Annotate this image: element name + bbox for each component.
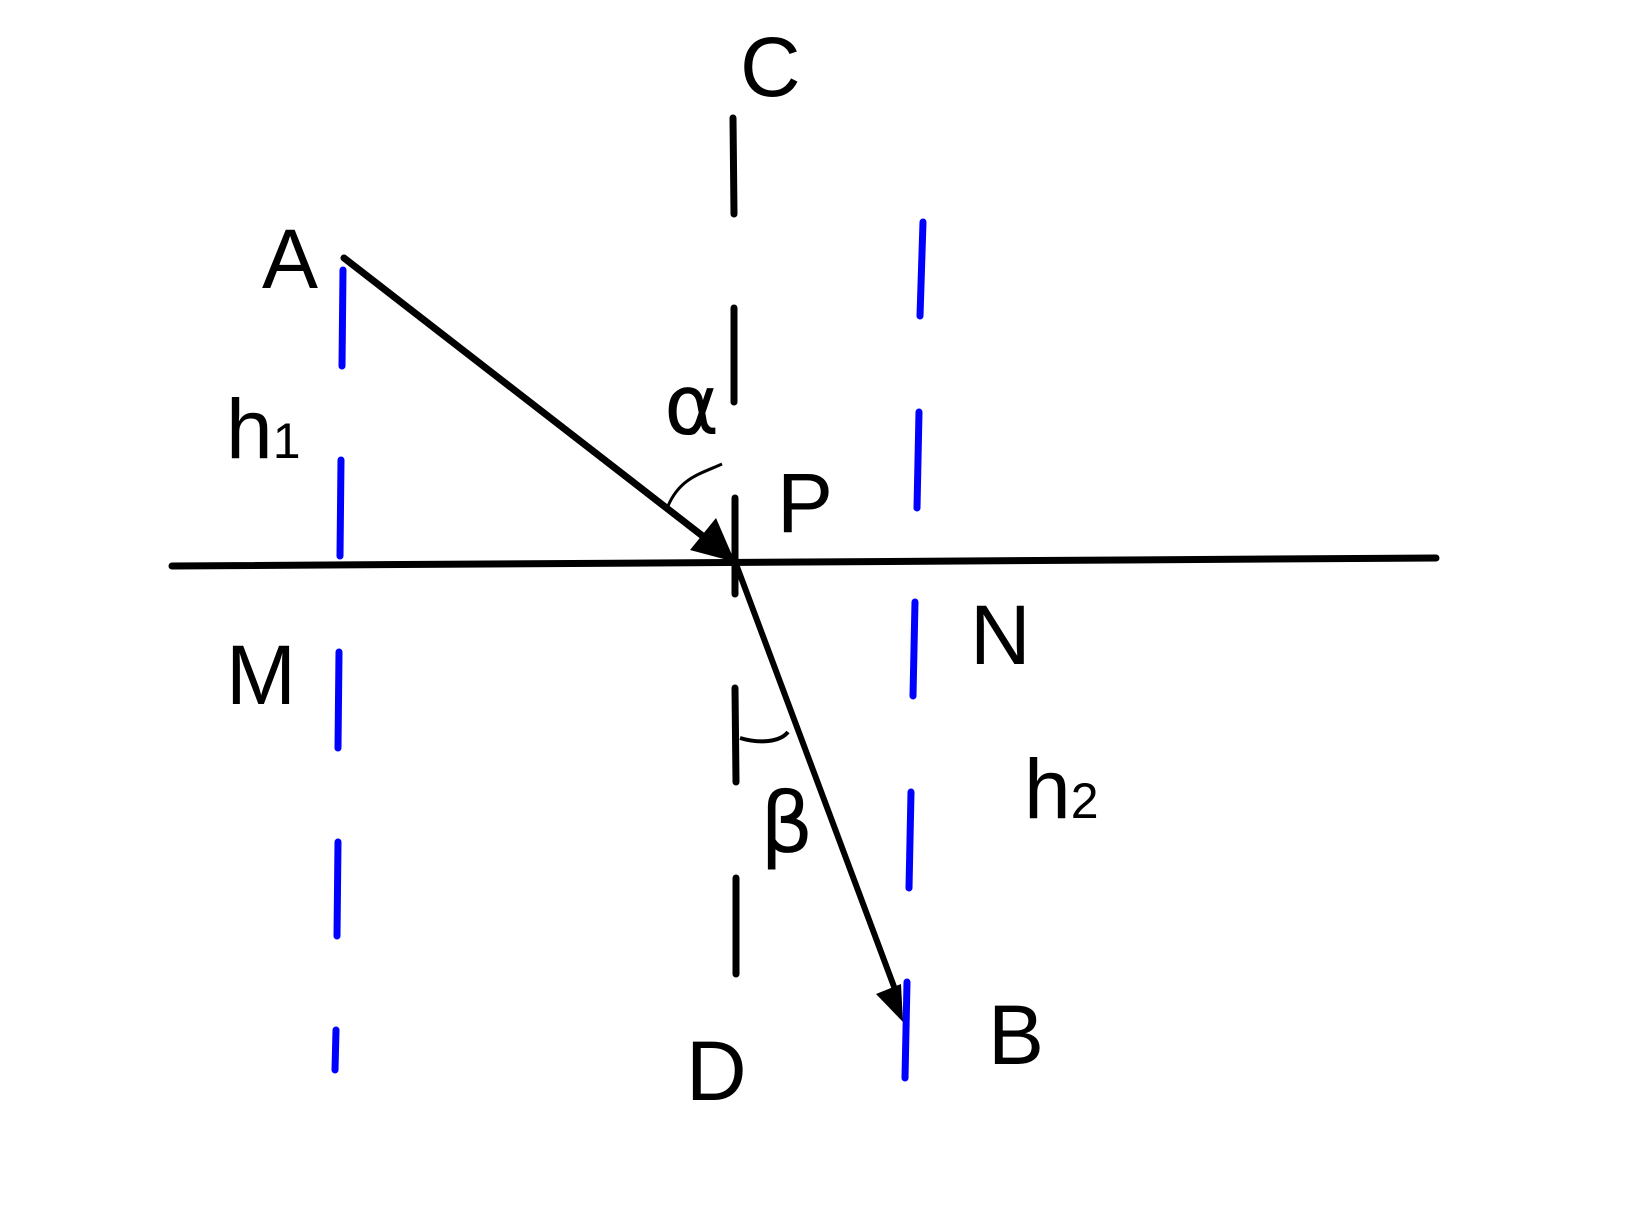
label-h1: h1 bbox=[226, 382, 301, 476]
normal-line-cd bbox=[729, 114, 740, 978]
interface-line-mn bbox=[168, 554, 1440, 570]
incident-arrowhead bbox=[690, 518, 735, 562]
right-guide-line bbox=[901, 218, 927, 1082]
incident-ray bbox=[340, 254, 735, 562]
label-h1-sub: 1 bbox=[273, 413, 301, 469]
angle-alpha-arc bbox=[666, 462, 723, 507]
refracted-ray bbox=[733, 561, 899, 995]
left-guide-line bbox=[331, 266, 347, 1074]
label-b: B bbox=[988, 988, 1044, 1082]
label-h1-base: h bbox=[226, 382, 273, 476]
label-beta: β bbox=[760, 774, 814, 872]
label-d: D bbox=[686, 1024, 747, 1118]
label-h2-base: h bbox=[1024, 742, 1071, 836]
label-n: N bbox=[970, 588, 1031, 682]
label-a: A bbox=[262, 212, 318, 306]
label-h2: h2 bbox=[1024, 742, 1099, 836]
refracted-arrowhead bbox=[876, 984, 903, 1022]
label-h2-sub: 2 bbox=[1071, 773, 1099, 829]
label-alpha: α bbox=[664, 356, 719, 454]
label-p: P bbox=[777, 456, 833, 550]
label-m: M bbox=[226, 628, 296, 722]
label-c: C bbox=[740, 20, 801, 114]
angle-beta-arc bbox=[739, 730, 790, 744]
